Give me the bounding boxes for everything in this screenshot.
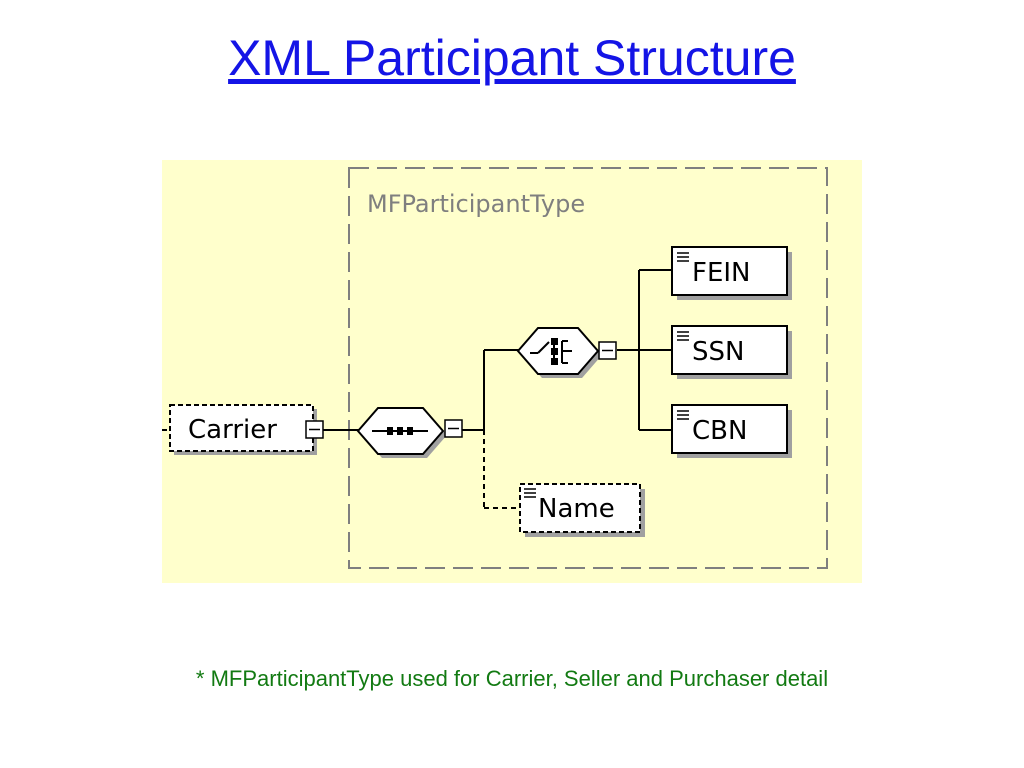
element-content-icon — [677, 252, 689, 262]
carrier-collapse-toggle[interactable] — [305, 420, 324, 439]
element-ssn[interactable]: SSN — [671, 325, 792, 379]
connector-lines — [162, 269, 672, 509]
footnote: * MFParticipantType used for Carrier, Se… — [195, 666, 829, 691]
choice-icon — [530, 338, 572, 365]
schema-diagram-svg: MFParticipantType Carrier — [162, 167, 828, 569]
element-ssn-label: SSN — [692, 337, 744, 367]
element-name[interactable]: Name — [519, 483, 645, 537]
sequence-icon — [372, 427, 428, 435]
element-carrier[interactable]: Carrier — [169, 404, 317, 455]
sequence-collapse-toggle[interactable] — [444, 419, 463, 438]
choice-collapse-toggle[interactable] — [598, 341, 617, 360]
schema-diagram: MFParticipantType Carrier — [162, 160, 862, 583]
element-fein[interactable]: FEIN — [671, 246, 792, 300]
complex-type-label: MFParticipantType — [367, 190, 585, 218]
element-name-label: Name — [538, 494, 615, 524]
element-cbn[interactable]: CBN — [671, 404, 792, 458]
choice-compositor[interactable] — [516, 327, 602, 378]
element-carrier-label: Carrier — [188, 415, 277, 445]
element-fein-label: FEIN — [692, 258, 751, 288]
slide-title: XML Participant Structure — [228, 30, 796, 86]
element-content-icon — [524, 488, 536, 498]
complex-type-frame — [348, 167, 828, 569]
sequence-compositor[interactable] — [356, 407, 447, 458]
element-content-icon — [677, 410, 689, 420]
element-cbn-label: CBN — [692, 416, 747, 446]
element-content-icon — [677, 331, 689, 341]
